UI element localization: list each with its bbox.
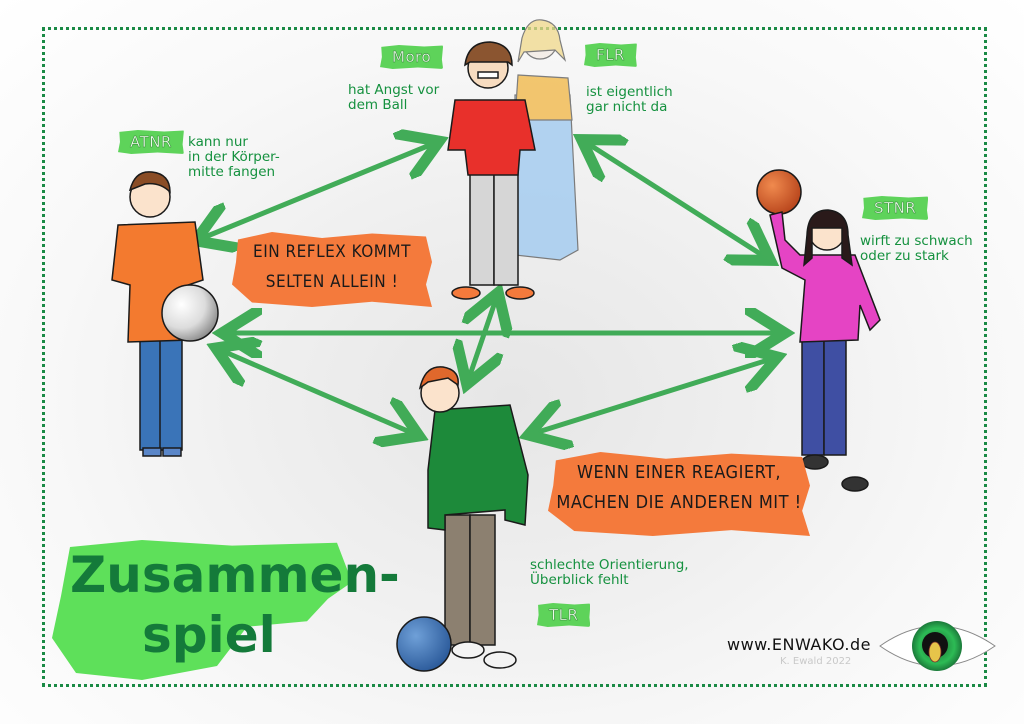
arrow-stnr-tlr — [538, 360, 768, 432]
note-moro-line-2: dem Ball — [348, 97, 408, 113]
tlr-boy-figure — [396, 366, 529, 672]
arrow-moro-tlr — [470, 302, 495, 375]
arrow-atnr-moro — [205, 145, 430, 237]
arrow-moro-stnr — [590, 145, 762, 255]
note-moro: hat Angst vor dem Ball — [348, 83, 439, 113]
tag-atnr: ATNR — [118, 130, 184, 154]
banner-reflex-never-alone: EIN REFLEX KOMMT SELTEN ALLEIN ! — [232, 232, 432, 307]
dotted-border-frame — [42, 27, 987, 687]
website-link[interactable]: www.ENWAKO.de — [727, 635, 871, 654]
arrow-atnr-tlr — [225, 352, 410, 432]
stnr-girl-figure — [756, 169, 881, 492]
note-tlr: schlechte Orientierung, Überblick fehlt — [530, 558, 689, 588]
banner-bottom-line-1: WENN EINER REAGIERT, — [576, 462, 782, 483]
note-flr: ist eigentlich gar nicht da — [586, 85, 673, 115]
banner-top-line-1: EIN REFLEX KOMMT — [253, 242, 411, 262]
tag-moro: Moro — [380, 45, 444, 69]
banner-others-join-in: WENN EINER REAGIERT, MACHEN DIE ANDEREN … — [548, 452, 810, 536]
note-stnr-line-1: wirft zu schwach — [860, 233, 973, 249]
author-credit: K. Ewald 2022 — [780, 656, 852, 667]
arrows — [205, 145, 775, 432]
banner-top-line-2: SELTEN ALLEIN ! — [265, 272, 399, 292]
tag-flr: FLR — [584, 43, 637, 67]
flr-faded-girl-figure — [514, 19, 579, 261]
atnr-boy-figure — [111, 171, 219, 457]
note-tlr-line-2: Überblick fehlt — [530, 572, 629, 588]
note-atnr-line-1: kann nur — [188, 134, 248, 150]
note-atnr-line-2: in der Körper- — [188, 149, 280, 165]
note-stnr-line-2: oder zu stark — [860, 248, 949, 264]
page-title: Zusammen- spiel — [70, 545, 400, 665]
note-flr-line-2: gar nicht da — [586, 99, 668, 115]
note-stnr: wirft zu schwach oder zu stark — [860, 234, 973, 264]
title-line-1: Zusammen- — [70, 546, 400, 604]
tag-stnr: STNR — [862, 196, 929, 220]
tag-tlr: TLR — [537, 603, 591, 627]
note-moro-line-1: hat Angst vor — [348, 82, 440, 98]
note-tlr-line-1: schlechte Orientierung, — [530, 557, 689, 573]
enwako-eye-logo — [879, 621, 996, 671]
note-atnr-line-3: mitte fangen — [188, 164, 276, 180]
banner-bottom-line-2: MACHEN DIE ANDEREN MIT ! — [556, 492, 802, 513]
title-line-2: spiel — [142, 606, 276, 664]
note-flr-line-1: ist eigentlich — [586, 84, 673, 100]
note-atnr: kann nur in der Körper- mitte fangen — [188, 135, 280, 180]
moro-girl-figure — [447, 41, 536, 300]
